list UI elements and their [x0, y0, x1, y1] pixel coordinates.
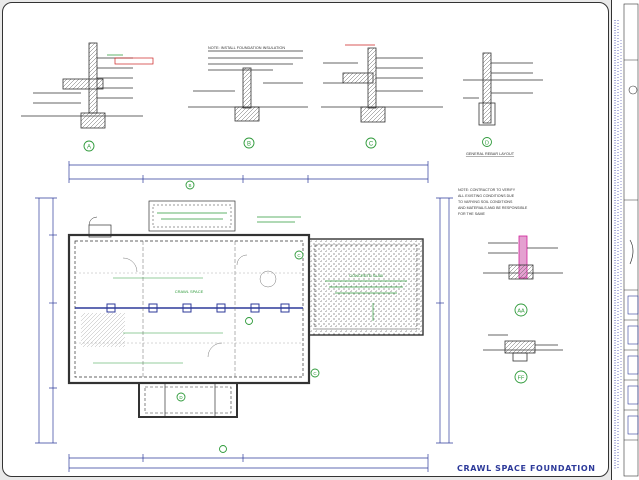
section-detail-c [321, 44, 443, 123]
contractor-note-line: NOTE: CONTRACTOR TO VERIFY [458, 188, 516, 192]
detail-marker-b [243, 137, 255, 149]
upper-notes [88, 200, 301, 238]
contractor-note: NOTE: CONTRACTOR TO VERIFY ALL EXISTING … [458, 188, 528, 216]
svg-text:ALL EXISTING CONDITIONS DUE: ALL EXISTING CONDITIONS DUE [458, 194, 515, 198]
plan-marker-top [185, 180, 195, 190]
section-detail-b [188, 50, 308, 122]
svg-text:FOR THE SAME: FOR THE SAME [458, 212, 485, 216]
svg-text:TO VARYING SOIL CONDITIONS: TO VARYING SOIL CONDITIONS [458, 200, 513, 204]
title-block [614, 3, 639, 477]
section-detail-a [21, 42, 143, 129]
detail-marker-a-label: A [87, 145, 91, 151]
detail-marker-d [482, 137, 492, 147]
plan-marker-right [294, 250, 304, 260]
detail-marker-a [83, 140, 95, 152]
section-detail-d [463, 52, 543, 126]
plan-marker-bottom-label: D [179, 395, 183, 400]
plan-marker-slab-label: C [313, 371, 317, 376]
plan-marker-slab [310, 368, 320, 378]
red-callout [114, 57, 154, 65]
drawing-sheet: A NOTE: INSTALL FOUNDATION INSULATION B [2, 2, 609, 477]
detail-aa [483, 235, 563, 280]
detail-marker-aa-label: AA [517, 309, 525, 315]
detail-marker-ff [514, 370, 528, 384]
detail-marker-aa [514, 303, 528, 317]
plan-marker-interior [245, 317, 253, 325]
plan-dimensions [35, 161, 453, 472]
detail-marker-ff-label: FF [518, 376, 525, 382]
detail-marker-c [365, 137, 377, 149]
detail-d-caption: GENERAL REBAR LAYOUT [466, 152, 515, 156]
concrete-slab [308, 238, 424, 336]
svg-text:AND MATERIALS AND BE RESPONSIB: AND MATERIALS AND BE RESPONSIBLE [458, 206, 528, 210]
detail-b-note: NOTE: INSTALL FOUNDATION INSULATION [208, 46, 285, 50]
detail-marker-d-label: D [485, 141, 489, 147]
plan-marker-right-label: C [297, 253, 301, 258]
plan-marker-top-label: B [188, 183, 191, 188]
plan-marker-bottom [176, 392, 186, 402]
detail-marker-c-label: C [369, 142, 374, 148]
crawl-space-label: CRAWL SPACE [175, 289, 204, 294]
detail-marker-b-label: B [247, 142, 251, 148]
crawl-space-plan [67, 233, 311, 418]
foundation-drawing: A NOTE: INSTALL FOUNDATION INSULATION B [21, 42, 563, 472]
sheet-title: CRAWL SPACE FOUNDATION [457, 464, 596, 473]
plan-marker-base [219, 445, 227, 453]
slab-label: CONCRETE SLAB [349, 273, 383, 278]
detail-ff [483, 334, 563, 362]
title-block-strip [611, 0, 639, 480]
